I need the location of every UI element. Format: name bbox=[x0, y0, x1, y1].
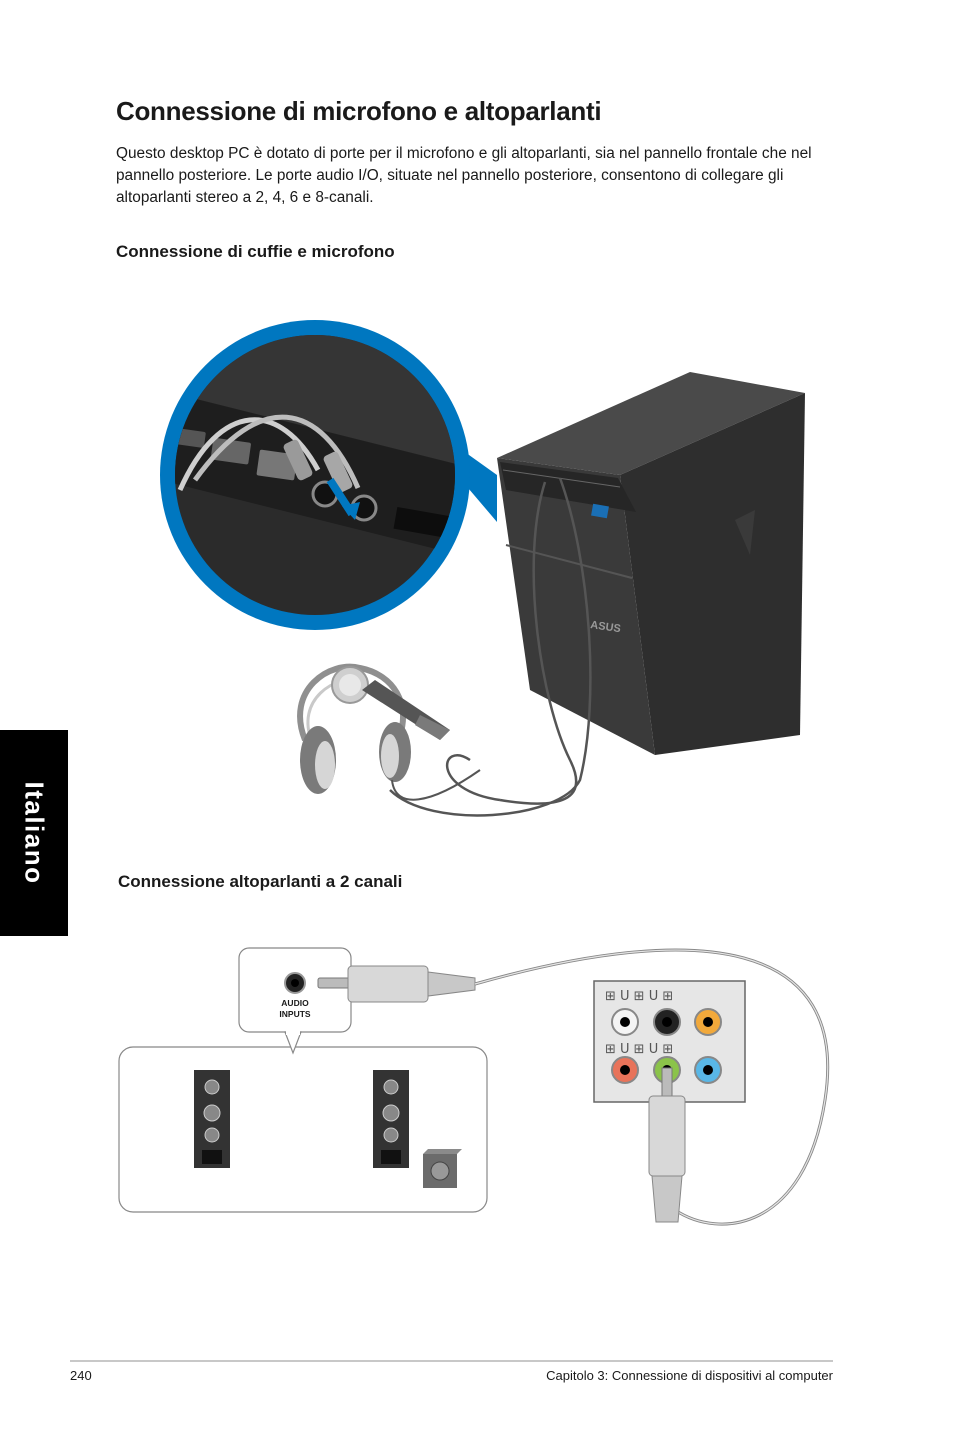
intro-paragraph: Questo desktop PC è dotato di porte per … bbox=[116, 145, 812, 206]
audio-inputs-label-line2: INPUTS bbox=[279, 1009, 311, 1019]
audio-inputs-label: AUDIO INPUTS bbox=[262, 998, 328, 1020]
section-heading-2-channel-speakers: Connessione altoparlanti a 2 canali bbox=[118, 872, 403, 891]
left-speaker bbox=[194, 1070, 230, 1168]
subwoofer bbox=[423, 1149, 462, 1188]
audio-inputs-label-line1: AUDIO bbox=[281, 998, 309, 1008]
page-number: 240 bbox=[70, 1368, 92, 1383]
headphones bbox=[297, 663, 481, 801]
asus-logo-tower: ASUS bbox=[590, 619, 622, 635]
svg-text:⊞ U ⊞ U ⊞: ⊞ U ⊞ U ⊞ bbox=[605, 1042, 673, 1057]
zoom-detail-circle bbox=[160, 320, 470, 630]
section-heading-headphones-mic: Connessione di cuffie e microfono bbox=[116, 242, 395, 261]
page-title: Connessione di microfono e altoparlanti bbox=[116, 96, 602, 126]
footer-chapter-title: Capitolo 3: Connessione di dispositivi a… bbox=[546, 1368, 833, 1383]
language-side-tab: Italiano bbox=[0, 730, 68, 936]
microphone bbox=[331, 666, 450, 740]
line-out-plug bbox=[648, 1067, 686, 1223]
speaker-plug bbox=[317, 965, 476, 1003]
svg-text:⊞ U ⊞ U ⊞: ⊞ U ⊞ U ⊞ bbox=[605, 989, 673, 1004]
footer-divider bbox=[70, 1360, 833, 1362]
right-speaker bbox=[373, 1070, 409, 1168]
